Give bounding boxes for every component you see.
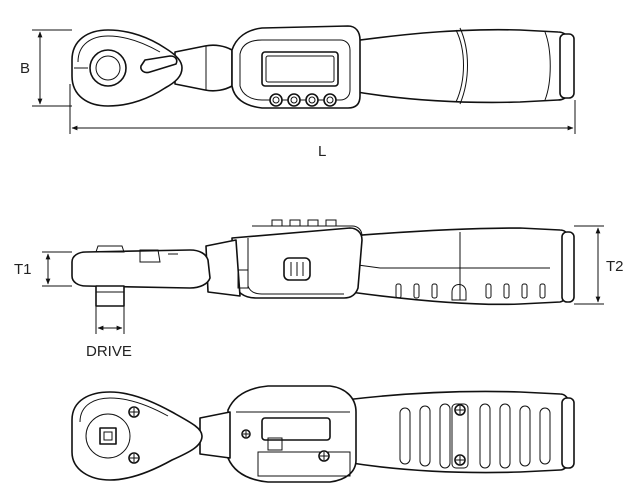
side-handle-grips bbox=[395, 283, 546, 301]
bottom-drive-square bbox=[99, 427, 117, 445]
side-ratchet-head bbox=[71, 249, 211, 289]
label-DRIVE: DRIVE bbox=[86, 343, 132, 360]
top-handle-seam bbox=[459, 27, 468, 105]
bottom-handle-plate bbox=[451, 403, 469, 469]
top-buttons bbox=[269, 93, 337, 107]
dimension-L: L bbox=[69, 84, 576, 160]
bottom-label-plate bbox=[261, 417, 331, 441]
head-screws bbox=[128, 406, 140, 464]
side-top-buttons bbox=[271, 219, 337, 227]
bottom-view bbox=[71, 385, 575, 483]
button-4 bbox=[323, 93, 337, 107]
label-T2: T2 bbox=[606, 258, 624, 275]
bottom-neck bbox=[199, 411, 231, 459]
bottom-handle-endcap bbox=[561, 397, 575, 469]
top-handle-endcap bbox=[559, 33, 575, 99]
side-handle bbox=[349, 227, 573, 306]
button-3 bbox=[305, 93, 319, 107]
top-lcd-screen bbox=[261, 51, 339, 87]
label-T1: T1 bbox=[14, 261, 32, 278]
drive-square-hole bbox=[89, 49, 127, 87]
handle-screws bbox=[454, 404, 466, 466]
label-L: L bbox=[318, 143, 326, 160]
label-B: B bbox=[20, 60, 30, 77]
side-connector-port bbox=[283, 257, 311, 281]
dimension-T1: T1 bbox=[14, 251, 72, 287]
dimension-DRIVE: DRIVE bbox=[86, 306, 132, 360]
bottom-handle-grips bbox=[399, 403, 551, 469]
button-1 bbox=[269, 93, 283, 107]
drive-square bbox=[95, 285, 125, 307]
side-view: T1 T2 DRIVE bbox=[14, 219, 624, 360]
top-view: B L bbox=[20, 25, 576, 160]
button-2 bbox=[287, 93, 301, 107]
battery-door bbox=[267, 437, 283, 451]
side-neck bbox=[205, 239, 241, 297]
dimension-T2: T2 bbox=[574, 225, 624, 305]
bottom-head-ring bbox=[85, 413, 131, 459]
reverse-lever bbox=[140, 55, 178, 74]
top-neck bbox=[174, 44, 233, 92]
side-handle-endcap bbox=[561, 231, 575, 303]
top-handle bbox=[344, 28, 573, 104]
bottom-ratchet-head bbox=[71, 391, 203, 481]
dimension-B: B bbox=[20, 29, 72, 107]
